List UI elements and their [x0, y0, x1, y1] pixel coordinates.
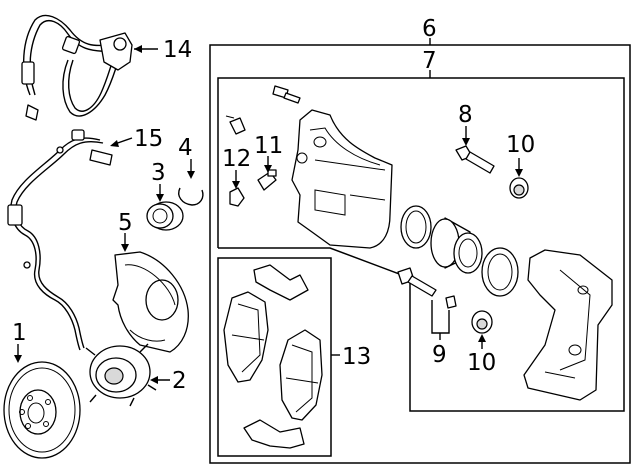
callout-10-lower: 10 — [467, 350, 496, 376]
arrow-10b — [478, 334, 486, 342]
arrow-11 — [264, 165, 272, 173]
arrow-1 — [14, 355, 22, 363]
callout-14: 14 — [163, 37, 192, 63]
pad-clip-lower — [243, 419, 305, 449]
wheel-hub — [85, 343, 157, 407]
brake-rotor — [3, 361, 81, 459]
callout-9: 9 — [432, 342, 447, 368]
brake-hose — [21, 14, 133, 121]
callout-6: 6 — [422, 16, 437, 42]
callout-3: 3 — [151, 160, 166, 186]
dust-shield — [112, 251, 189, 353]
pin-boot-lower — [471, 310, 493, 334]
bleeder-screw — [229, 187, 245, 207]
arrow-15 — [110, 140, 119, 147]
abs-sensor-wire — [7, 129, 113, 351]
arrow-2 — [150, 376, 158, 384]
callout-13: 13 — [342, 344, 371, 370]
pad-clip-upper — [253, 264, 309, 301]
callout-7: 7 — [422, 48, 437, 74]
callout-11: 11 — [254, 133, 283, 159]
callout-2: 2 — [172, 368, 187, 394]
bleeder-cap — [225, 115, 246, 135]
guide-pin-lower — [397, 267, 457, 309]
arrow-4 — [187, 171, 195, 179]
brake-pad-inner — [223, 291, 269, 383]
arrow-8 — [462, 138, 470, 146]
guide-pin-upper — [455, 145, 495, 174]
piston-seal — [400, 205, 432, 249]
brake-pad-outer — [279, 329, 323, 421]
arrow-3 — [156, 194, 164, 202]
caliper-assembly-box-6 — [209, 44, 631, 464]
caliper-housing — [291, 109, 393, 249]
snap-ring — [178, 187, 204, 206]
wheel-bearing — [146, 201, 184, 231]
arrow-14 — [134, 45, 142, 53]
bleeder-valve — [257, 169, 277, 191]
arrow-10a — [515, 169, 523, 177]
callout-8: 8 — [458, 102, 473, 128]
callout-4: 4 — [178, 135, 193, 161]
callout-15: 15 — [134, 126, 163, 152]
callout-10-upper: 10 — [506, 132, 535, 158]
leader-9 — [431, 300, 450, 334]
arrow-12 — [232, 181, 240, 189]
pad-kit-box-13 — [217, 257, 332, 457]
pin-boot-upper — [509, 177, 529, 199]
piston-boot — [481, 247, 519, 297]
caliper-subassembly-box-7 — [217, 77, 625, 412]
caliper-bracket — [523, 249, 613, 401]
callout-1: 1 — [12, 320, 27, 346]
bleeder-bolt — [272, 85, 301, 104]
callout-5: 5 — [118, 210, 133, 236]
caliper-piston — [430, 217, 483, 274]
callout-12: 12 — [222, 146, 251, 172]
arrow-5 — [121, 244, 129, 252]
